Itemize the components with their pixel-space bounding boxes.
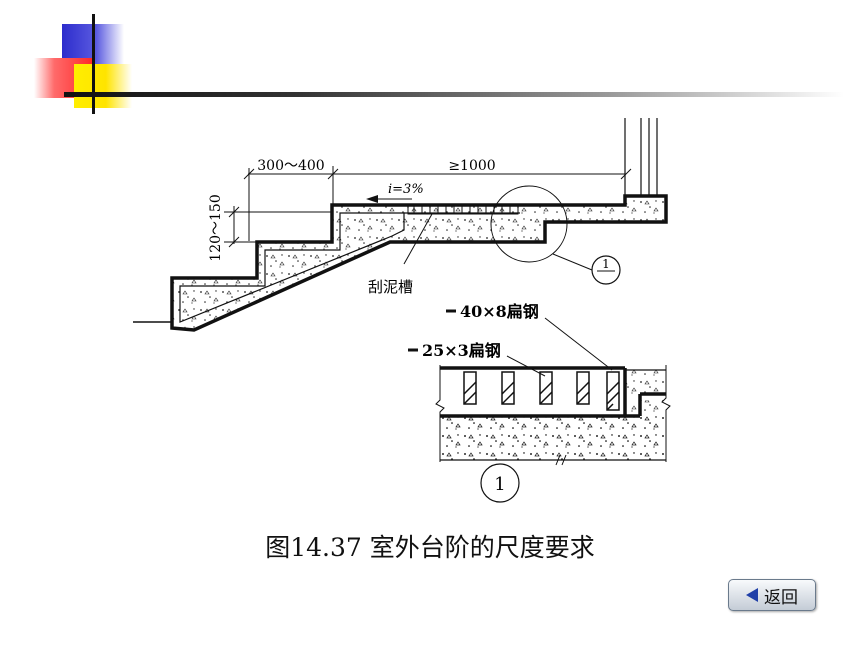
decor-yellow-block xyxy=(74,64,132,108)
slope-text: i=3% xyxy=(388,182,424,197)
steel-40-label: 40×8扁钢 xyxy=(460,302,539,321)
steel-25-label: 25×3扁钢 xyxy=(422,341,501,360)
detail-callout-leader xyxy=(552,253,593,271)
steel-40-leader xyxy=(544,317,613,371)
detail-enlarged xyxy=(435,365,671,466)
decor-vertical-line xyxy=(92,14,95,114)
detail-callout-circle xyxy=(490,185,568,263)
back-button[interactable]: 返回 xyxy=(728,579,816,611)
groove-label: 刮泥槽 xyxy=(368,278,413,296)
detail-number-text: 1 xyxy=(494,474,505,495)
step-diagram: 300～400 ≥1000 120～150 i=3% 刮泥槽 1 xyxy=(133,118,671,503)
dimension-landing xyxy=(333,168,632,180)
figure-caption: 图14.37 室外台阶的尺度要求 xyxy=(265,533,595,562)
dim-riser-text: 120～150 xyxy=(208,194,224,261)
wall-lines xyxy=(624,118,658,196)
dimension-tread xyxy=(243,166,339,241)
groove-leader xyxy=(403,213,433,265)
decor-horizontal-line xyxy=(64,92,844,97)
back-button-label: 返回 xyxy=(764,587,798,608)
dimension-riser xyxy=(224,206,332,248)
stair-section xyxy=(133,194,668,332)
dim-tread-text: 300～400 xyxy=(257,158,324,174)
detail-ref-symbol xyxy=(591,255,621,285)
back-arrow-icon xyxy=(746,588,758,602)
slope-arrow xyxy=(366,195,412,203)
dim-landing-text: ≥1000 xyxy=(448,158,495,174)
detail-ref-number: 1 xyxy=(602,257,610,271)
steel-25-leader xyxy=(506,355,546,377)
detail-number-circle xyxy=(480,463,520,503)
